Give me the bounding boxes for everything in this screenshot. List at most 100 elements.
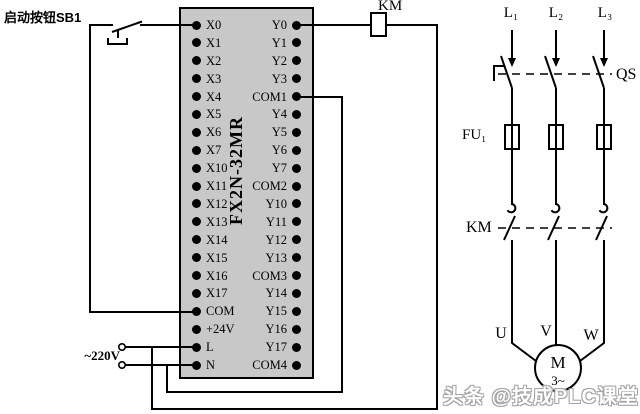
terminal-X0: X0 (192, 18, 221, 32)
terminal-label: COM4 (252, 358, 287, 372)
arrow-down-icon (508, 58, 516, 67)
terminal-X11: X11 (192, 179, 227, 193)
terminal-dot (292, 56, 301, 66)
terminal-label: Y1 (271, 35, 287, 50)
terminal-dot (292, 288, 301, 298)
terminal-label: L (206, 340, 214, 355)
terminal-Y4: Y4 (272, 107, 301, 121)
terminal-X1: X1 (192, 36, 221, 50)
terminal-dot (192, 163, 201, 173)
terminal-label: X5 (206, 107, 222, 122)
fuse-symbols (504, 124, 612, 150)
terminal-dot (292, 235, 301, 245)
terminal-X13: X13 (192, 215, 228, 229)
terminal-dot (192, 235, 201, 245)
motor-feed-wires (511, 240, 605, 362)
terminal-label: Y11 (265, 214, 287, 229)
qs-switch-symbol (493, 55, 612, 89)
terminal-label: Y5 (271, 125, 287, 140)
terminal-label: X16 (206, 268, 228, 283)
contact-hook (598, 203, 609, 214)
terminal-label: X6 (206, 125, 222, 140)
terminal-dot (292, 92, 301, 102)
phase-l3-label: L₃ (597, 5, 613, 21)
terminal-dot (292, 306, 301, 316)
terminal-label: X17 (206, 286, 228, 301)
terminal-label: COM (206, 304, 235, 319)
terminal-X3: X3 (192, 72, 221, 86)
terminal-X4: X4 (192, 90, 221, 104)
terminal-dot (192, 109, 201, 119)
power-220v-label: ~220V (84, 348, 120, 363)
terminal-label: COM2 (252, 179, 287, 194)
km-coil-circuit (151, 24, 438, 410)
terminal-dot (292, 74, 301, 84)
terminal-label: N (206, 358, 216, 372)
start-button-label: 启动按钮SB1 (4, 10, 82, 25)
terminal-X16: X16 (192, 269, 228, 283)
arrow-down-icon (600, 58, 608, 67)
terminal-dot (292, 145, 301, 155)
phase-supply-arrows (508, 30, 608, 67)
terminal-X17: X17 (192, 286, 228, 300)
start-button-circuit (89, 20, 197, 313)
terminal-COM1: COM1 (252, 90, 301, 104)
terminal-Y16: Y16 (265, 322, 301, 336)
terminal-label: Y17 (265, 340, 287, 355)
terminal-dot (192, 38, 201, 48)
terminal-label: Y0 (271, 18, 287, 32)
terminal-dot (192, 271, 201, 281)
terminal-dot (292, 163, 301, 173)
qs-handle (493, 65, 505, 81)
motor-terminal-v-label: V (540, 323, 552, 340)
terminal-X6: X6 (192, 125, 221, 139)
terminal-Y12: Y12 (265, 233, 301, 247)
terminal-Y10: Y10 (265, 197, 301, 211)
terminal-dot (192, 253, 201, 263)
terminal-label: X15 (206, 250, 228, 265)
terminal-dot (192, 342, 201, 352)
terminal-label: COM3 (252, 268, 287, 283)
terminal-dot (292, 109, 301, 119)
terminal-label: Y6 (271, 143, 287, 158)
terminal-label: Y7 (271, 161, 287, 176)
km-coil-label: KM (378, 0, 403, 14)
terminal-label: Y12 (265, 232, 287, 247)
terminal-Y15: Y15 (265, 304, 301, 318)
terminal-dot (192, 181, 201, 191)
terminal-label: X11 (206, 179, 228, 194)
terminal-label: X13 (206, 214, 228, 229)
terminal-dot (292, 20, 301, 30)
km-coil-symbol (370, 12, 387, 37)
terminal-label: Y13 (265, 250, 287, 265)
terminal-label: COM1 (252, 89, 287, 104)
terminal-label: X0 (206, 18, 222, 32)
terminal-X15: X15 (192, 251, 228, 265)
terminal-dot (292, 324, 301, 334)
terminal-COM3: COM3 (252, 269, 301, 283)
terminal-label: Y14 (265, 286, 287, 301)
contact-hook (506, 203, 517, 214)
terminal-X5: X5 (192, 107, 221, 121)
contact-hook (550, 203, 561, 214)
terminal-COM2: COM2 (252, 179, 301, 193)
supply-220v (118, 342, 197, 369)
terminal-COM: COM (192, 304, 234, 318)
terminal-Y2: Y2 (272, 54, 301, 68)
motor-terminal-u-label: U (495, 325, 507, 342)
terminal-+24V: +24V (192, 322, 235, 336)
terminal-dot (292, 342, 301, 352)
terminal-Y13: Y13 (265, 251, 301, 265)
km-contacts-label: KM (466, 219, 492, 236)
terminal-dot (192, 360, 201, 370)
terminal-Y3: Y3 (272, 72, 301, 86)
terminal-dot (192, 306, 201, 316)
terminal-N: N (192, 358, 215, 372)
km-contact-symbols (498, 203, 612, 241)
terminal-L: L (192, 340, 214, 354)
terminal-dot (292, 181, 301, 191)
terminal-Y14: Y14 (265, 286, 301, 300)
com1-circuit (166, 96, 343, 393)
terminal-COM4: COM4 (252, 358, 301, 372)
